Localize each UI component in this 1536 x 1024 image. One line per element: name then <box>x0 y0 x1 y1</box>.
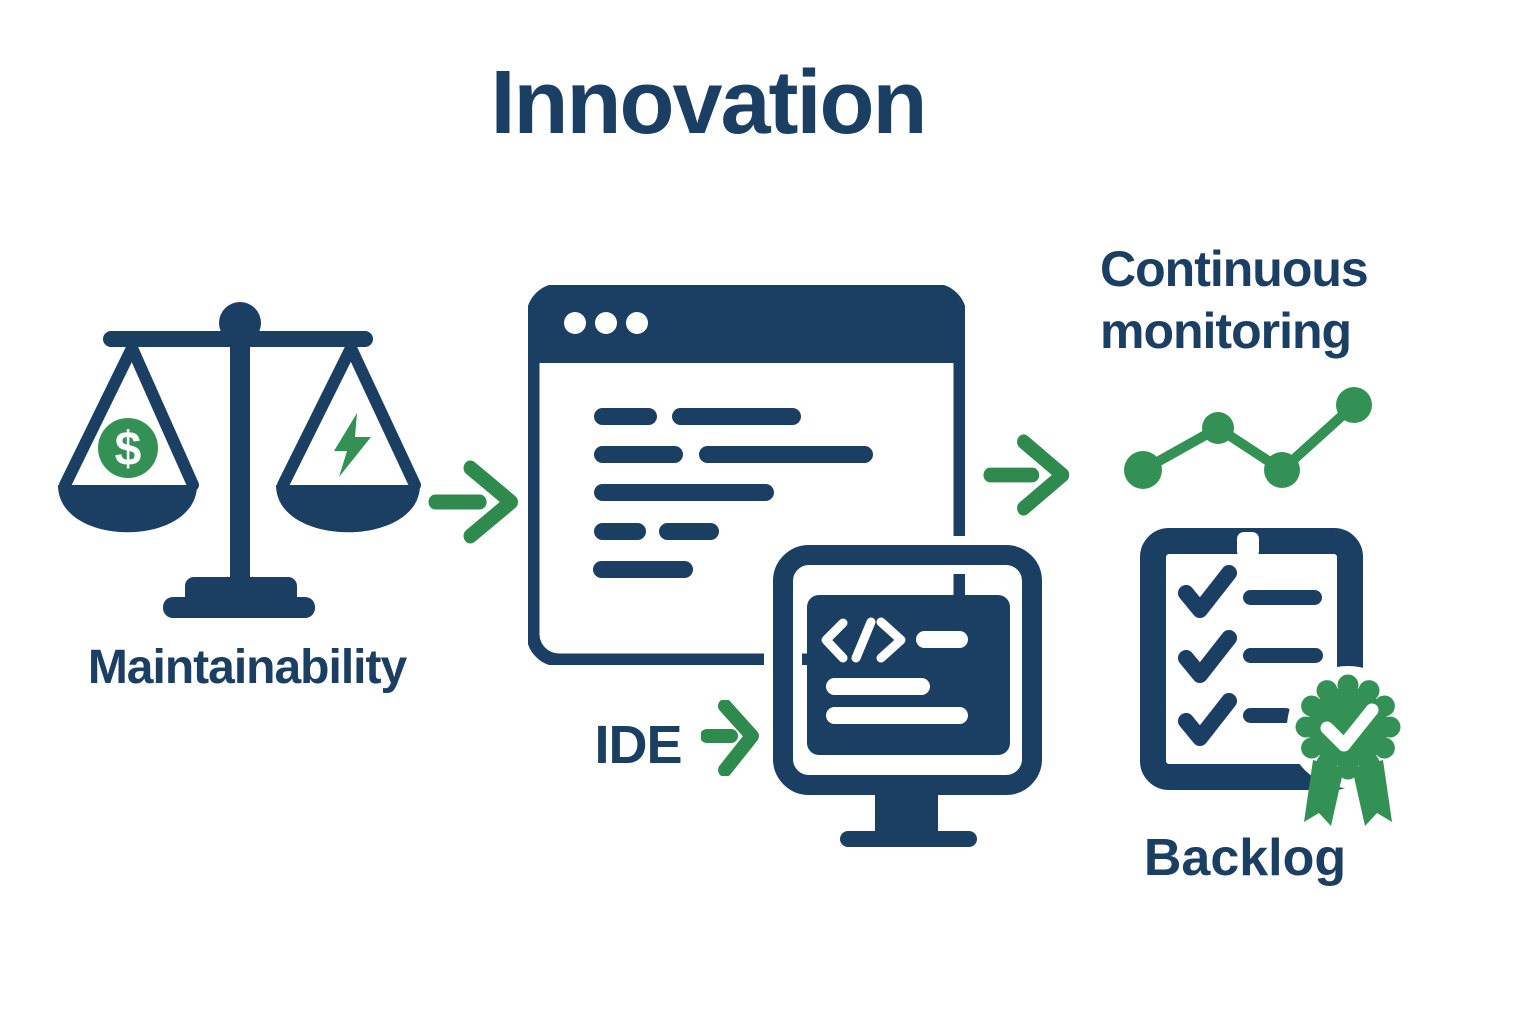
chart-point <box>1264 452 1300 488</box>
backlog-clipboard-icon <box>1140 528 1409 826</box>
checkmark-icon <box>1178 630 1237 683</box>
code-line <box>826 678 930 695</box>
continuous-monitoring-label: Continuous monitoring <box>1100 241 1369 359</box>
ide-monitor-icon <box>764 536 1051 847</box>
page-title: Innovation <box>490 53 928 153</box>
monitor-base <box>840 831 977 847</box>
checklist <box>1178 565 1323 746</box>
backlog-label: Backlog <box>1143 829 1347 887</box>
scale-left-cord <box>59 342 138 491</box>
line-chart-icon <box>1124 387 1372 489</box>
checkmark-icon <box>1178 565 1237 618</box>
window-dot-icon <box>626 312 648 334</box>
maintainability-label: Maintainability <box>87 641 407 694</box>
monitor-stand <box>875 785 938 833</box>
chart-point <box>1202 412 1234 444</box>
window-dot-icon <box>595 312 617 334</box>
code-line <box>826 707 968 724</box>
checkmark-icon <box>1178 693 1237 746</box>
chart-point <box>1124 451 1162 489</box>
scale-right-cord <box>277 342 357 491</box>
arrow-right-icon <box>983 434 1070 516</box>
browser-titlebar <box>533 290 960 363</box>
scale-left-cord <box>126 342 199 491</box>
code-dash <box>916 631 968 648</box>
scale-pillar <box>230 331 250 593</box>
scale-left-bowl <box>58 485 197 533</box>
award-ribbon-icon <box>1287 666 1409 826</box>
list-line <box>1243 708 1293 723</box>
scale-right-bowl <box>276 485 420 533</box>
clipboard-clip <box>1237 532 1259 558</box>
dollar-coin-icon <box>98 418 158 478</box>
browser-code-window-icon <box>528 285 965 665</box>
arrow-right-icon <box>701 700 759 776</box>
ide-label: IDE <box>594 715 682 775</box>
code-panel <box>807 595 1010 755</box>
dollar-glyph: $ <box>115 423 142 476</box>
window-dot-icon <box>564 312 586 334</box>
code-lines <box>593 408 873 578</box>
balance-scale-icon: $ <box>58 302 421 618</box>
list-line <box>1243 590 1322 605</box>
lightning-bolt-icon <box>334 413 371 477</box>
scale-right-cord <box>345 342 421 491</box>
ribbon-tail <box>1352 760 1392 826</box>
ribbon-tail <box>1304 760 1344 826</box>
code-tag-icon <box>821 617 906 663</box>
arrow-right-icon <box>428 460 518 544</box>
chart-point <box>1336 387 1372 423</box>
badge-check-icon <box>1320 703 1379 752</box>
scale-base-bottom <box>163 597 315 618</box>
list-line <box>1243 648 1323 663</box>
